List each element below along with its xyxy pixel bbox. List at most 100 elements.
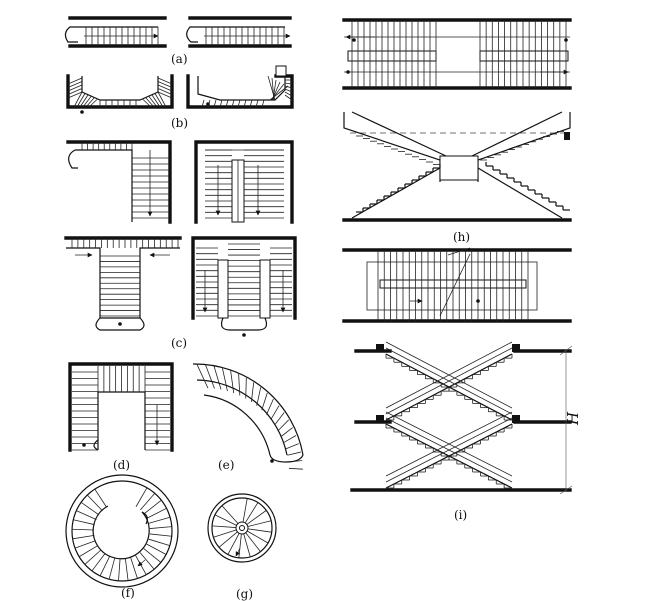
tread-line: [213, 529, 237, 538]
tread-line: [88, 99, 98, 108]
tread-line: [85, 97, 95, 108]
tread-line: [143, 548, 162, 563]
tread-line: [67, 81, 83, 88]
tread-line: [284, 88, 293, 93]
diagram-i: H (i): [342, 247, 582, 522]
tread-line: [385, 341, 513, 409]
tread-line: [78, 545, 99, 558]
t-shaped-stair: [64, 236, 182, 331]
tread-line: [213, 99, 217, 108]
tread-line: [245, 377, 247, 399]
tread-line: [108, 557, 116, 580]
diagram-h: (h): [342, 18, 572, 244]
tread-line: [247, 520, 272, 527]
tread-line: [201, 99, 205, 108]
double-return-stair: [194, 140, 294, 224]
diagram-d: (d): [68, 362, 174, 472]
caption-h: (h): [453, 230, 470, 244]
tread-line: [142, 99, 152, 108]
tread-line: [67, 77, 83, 85]
tread-line: [261, 99, 265, 108]
tread-line: [246, 530, 269, 544]
tread-line: [76, 510, 97, 520]
tread-line: [221, 505, 239, 524]
crossed-stair-plan: [342, 247, 572, 323]
tread-line: [149, 526, 172, 529]
tread-line: [225, 99, 229, 108]
caption-e: (e): [218, 458, 234, 472]
tread-line: [154, 93, 164, 108]
tread-line: [274, 412, 285, 426]
tread-line: [143, 499, 162, 515]
tread-line: [140, 493, 156, 511]
tread-line: [385, 411, 513, 477]
tread-line: [91, 553, 106, 572]
diagram-c: (c): [64, 140, 297, 350]
tread-line: [243, 533, 251, 557]
tread-line: [148, 538, 170, 547]
landing-block: [376, 415, 384, 423]
tread-line: [196, 363, 209, 389]
landing-block: [376, 344, 384, 352]
tread-line: [284, 82, 293, 85]
split-stair: [191, 236, 297, 337]
tread-line: [256, 387, 262, 406]
tread-line: [94, 488, 108, 508]
tread-line: [72, 534, 95, 540]
tread-line: [214, 514, 237, 526]
tread-line: [385, 417, 513, 483]
tread-line: [277, 419, 290, 431]
tread-line: [151, 94, 161, 108]
diagram-b: (b): [66, 65, 294, 130]
tread-line: [266, 398, 274, 415]
caption-i: (i): [454, 508, 467, 522]
tread-line: [130, 557, 138, 579]
tread-line: [205, 364, 215, 389]
tread-line: [146, 543, 167, 555]
tread-line: [243, 99, 247, 108]
tread-line: [80, 501, 100, 516]
diagram-e: (e): [192, 363, 304, 472]
tread-line: [157, 84, 173, 92]
tread-line: [385, 347, 513, 415]
tread-line: [145, 97, 155, 108]
caption-g: (g): [236, 587, 253, 601]
tread-line: [212, 525, 237, 528]
tread-line: [76, 93, 86, 108]
tread-line: [73, 519, 95, 526]
crossed-stair-section: H: [350, 341, 582, 495]
tread-line: [146, 507, 167, 519]
tread-line: [245, 532, 261, 552]
tread-line: [157, 88, 173, 95]
caption-b: (b): [171, 116, 188, 130]
tread-line: [99, 555, 111, 577]
tread-line: [244, 502, 259, 524]
tread-line: [250, 382, 255, 403]
tread-line: [218, 531, 238, 548]
tread-line: [238, 373, 241, 396]
tread-line: [222, 367, 228, 392]
tread-line: [246, 510, 267, 525]
winder-stair-right: [186, 65, 294, 109]
tread-line: [74, 540, 96, 549]
tread-line: [249, 99, 253, 108]
diagram-f: (f): [65, 474, 179, 600]
tread-line: [285, 443, 299, 450]
tread-line: [148, 96, 158, 108]
tread-line: [67, 84, 83, 92]
tread-line: [227, 533, 240, 555]
tread-line: [230, 370, 235, 394]
tread-line: [135, 487, 148, 507]
tread-line: [219, 99, 223, 108]
l-shaped-stair: [66, 140, 172, 224]
tread-line: [284, 85, 293, 89]
tread-line: [288, 467, 303, 470]
tread-line: [157, 91, 173, 99]
tread-line: [157, 77, 173, 85]
tread-line: [280, 427, 293, 437]
tread-line: [157, 91, 167, 108]
landing-block: [512, 415, 520, 423]
tread-line: [139, 552, 155, 570]
scissor-stair-section: [342, 111, 572, 222]
